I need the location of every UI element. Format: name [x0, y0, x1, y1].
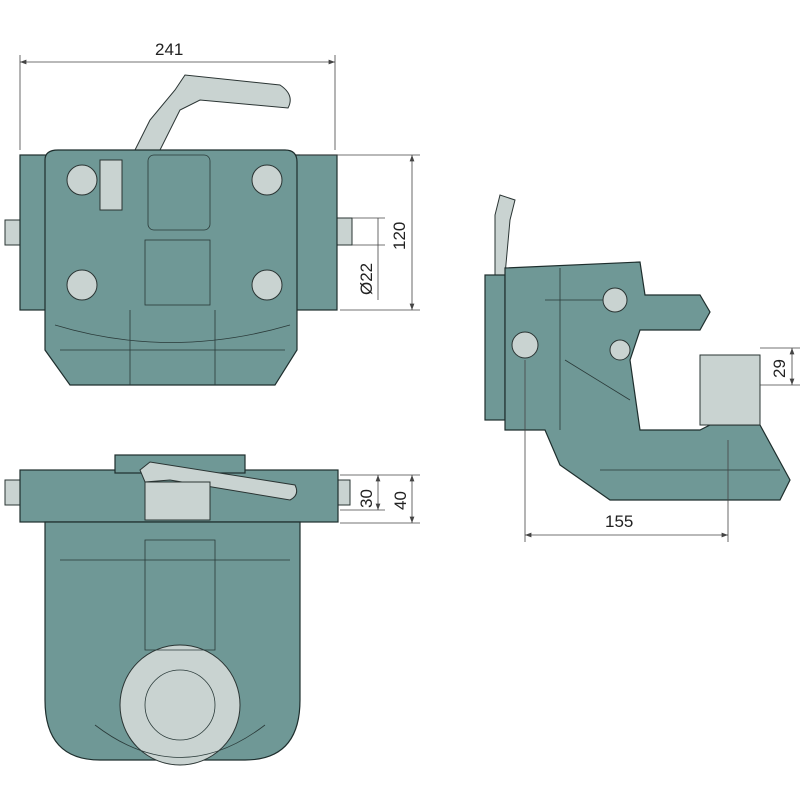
- dim-label-plate-height: 40: [391, 491, 410, 510]
- coupling-ball-top: [119, 644, 241, 766]
- bolt-icon: [66, 164, 98, 196]
- lever-side: [494, 194, 516, 276]
- side-view: [484, 194, 791, 501]
- dimension-ball-height: 29: [760, 347, 800, 386]
- dimension-pin-diameter: Ø22: [352, 217, 385, 300]
- dimension-height: 120: [300, 154, 420, 311]
- coupling-ball: [699, 354, 761, 426]
- lever-top: [139, 461, 298, 501]
- dim-label-length: 155: [605, 512, 633, 531]
- dim-label-height: 120: [390, 222, 409, 250]
- top-view: [4, 454, 351, 766]
- plate: [144, 481, 211, 521]
- pin-icon: [609, 339, 631, 361]
- bolt-icon: [251, 164, 283, 196]
- pin-icon: [602, 287, 628, 313]
- lock-pin: [99, 159, 123, 211]
- dimension-width: 241: [19, 40, 336, 150]
- dim-label-ball-height: 29: [770, 359, 789, 378]
- dim-label-plate-thickness: 30: [357, 489, 376, 508]
- dimension-plate-thickness: 30: [340, 474, 385, 511]
- bolt-icon: [251, 269, 283, 301]
- dim-label-pin-diameter: Ø22: [357, 263, 376, 295]
- dimension-length: 155: [524, 360, 729, 542]
- front-view: [4, 74, 353, 386]
- bolt-icon: [66, 269, 98, 301]
- dimension-plate-height: 40: [340, 474, 420, 524]
- dim-label-width: 241: [155, 40, 183, 59]
- bushing-icon: [511, 331, 539, 359]
- lever-handle: [119, 74, 291, 191]
